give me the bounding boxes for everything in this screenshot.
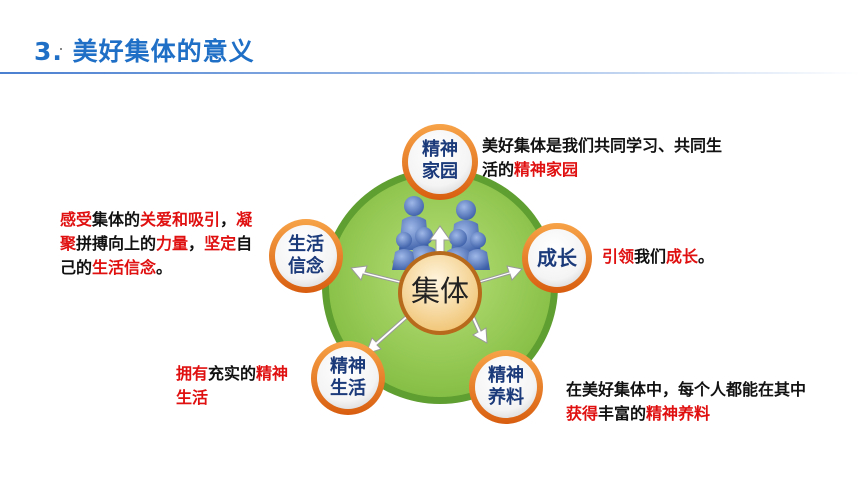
desc-text: 集体的	[92, 210, 141, 229]
desc-highlight: 凝聚	[60, 210, 253, 253]
desc-text: ，	[188, 234, 205, 253]
node-growth-label: 成长	[537, 246, 577, 270]
desc-highlight: 精神养料	[646, 404, 711, 423]
desc-highlight: 精神生活	[176, 364, 289, 407]
desc-text: 充实的	[208, 364, 257, 383]
desc-text: 丰富的	[598, 404, 647, 423]
desc-highlight: 获得	[566, 404, 599, 423]
desc-nourishment: 在美好集体中，每个人都能在其中获得丰富的精神养料	[566, 378, 808, 426]
page-title: 3. 美好集体的意义	[34, 37, 255, 66]
desc-text: 我们	[634, 247, 667, 266]
desc-text: 美好集体是我们共同学习、共同生活的	[482, 136, 723, 179]
desc-highlight: 精神家园	[514, 160, 579, 179]
desc-highlight: 成长	[666, 247, 699, 266]
desc-text: ，	[220, 210, 237, 229]
node-life-belief-circle	[269, 219, 343, 293]
desc-highlight: 关爱和吸引	[140, 210, 221, 229]
desc-text: 拼搏向上的	[76, 234, 157, 253]
desc-highlight: 生活信念	[92, 258, 157, 277]
desc-life-belief: 感受集体的关爱和吸引，凝聚拼搏向上的力量，坚定自己的生活信念。	[60, 208, 260, 280]
desc-highlight: 拥有	[176, 364, 209, 383]
desc-highlight: 感受	[60, 210, 93, 229]
node-growth-circle	[522, 223, 592, 293]
desc-text: 。	[156, 258, 173, 277]
desc-highlight: 坚定	[204, 234, 237, 253]
node-life-belief-label: 生活 信念	[288, 234, 324, 277]
desc-spiritual-home: 美好集体是我们共同学习、共同生活的精神家园	[482, 134, 732, 182]
node-nourishment-circle	[469, 350, 543, 424]
node-spiritual-life-circle	[311, 341, 385, 415]
node-spiritual-home-label: 精神 家园	[422, 139, 458, 182]
desc-growth: 引领我们成长。	[602, 245, 802, 269]
node-spiritual-home-circle	[402, 124, 478, 200]
title-underline	[0, 72, 860, 74]
node-nourishment-label: 精神 养料	[488, 365, 524, 408]
decorative-dot	[60, 48, 62, 50]
desc-text: 自己的	[60, 234, 253, 277]
desc-highlight: 引领	[602, 247, 635, 266]
center-label: 集体	[410, 274, 469, 308]
desc-text: 在美好集体中，每个人都能在其中	[566, 380, 807, 399]
node-spiritual-life-label: 精神 生活	[330, 356, 366, 399]
title-bar: 3. 美好集体的意义	[0, 26, 860, 74]
center-node	[398, 251, 482, 335]
desc-text: 。	[698, 247, 715, 266]
desc-spiritual-life: 拥有充实的精神生活	[176, 362, 296, 410]
desc-highlight: 力量	[156, 234, 189, 253]
